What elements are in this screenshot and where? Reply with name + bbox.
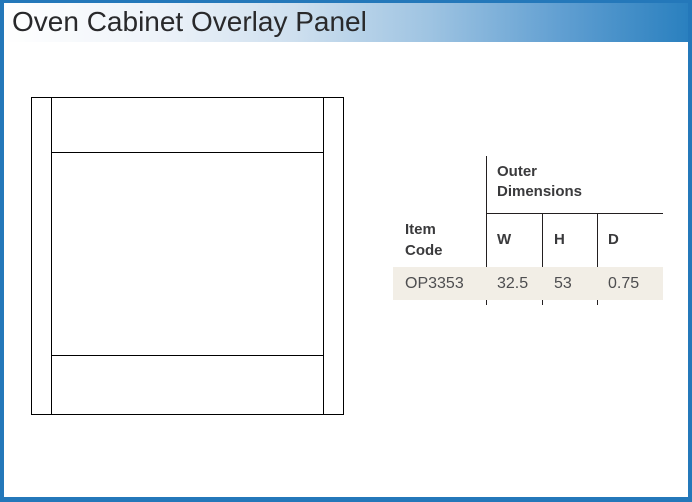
column-group-header-outer-dimensions: Outer Dimensions bbox=[497, 163, 583, 200]
column-header-width: W bbox=[497, 231, 512, 248]
page-title: Oven Cabinet Overlay Panel bbox=[12, 6, 367, 37]
cabinet-front-view-drawing bbox=[31, 97, 344, 415]
cell-width: 32.5 bbox=[497, 275, 529, 292]
column-header-depth: D bbox=[608, 231, 619, 248]
table-divider-itemcode-w bbox=[486, 156, 487, 305]
table-divider-w-h bbox=[542, 214, 543, 305]
group-header-underline bbox=[486, 213, 663, 214]
title-bar: Oven Cabinet Overlay Panel bbox=[4, 3, 688, 42]
column-header-item-code: Item Code bbox=[405, 221, 443, 259]
table-row: OP3353 32.5 53 0.75 bbox=[393, 267, 663, 300]
dimensions-table: Outer Dimensions Item Code W H D OP3353 … bbox=[393, 156, 663, 311]
cell-depth: 0.75 bbox=[608, 275, 640, 292]
cabinet-outer-edge bbox=[31, 97, 344, 415]
table-divider-h-d bbox=[597, 214, 598, 305]
cell-item-code: OP3353 bbox=[405, 275, 464, 292]
cell-height: 53 bbox=[554, 275, 572, 292]
column-header-height: H bbox=[554, 231, 565, 248]
